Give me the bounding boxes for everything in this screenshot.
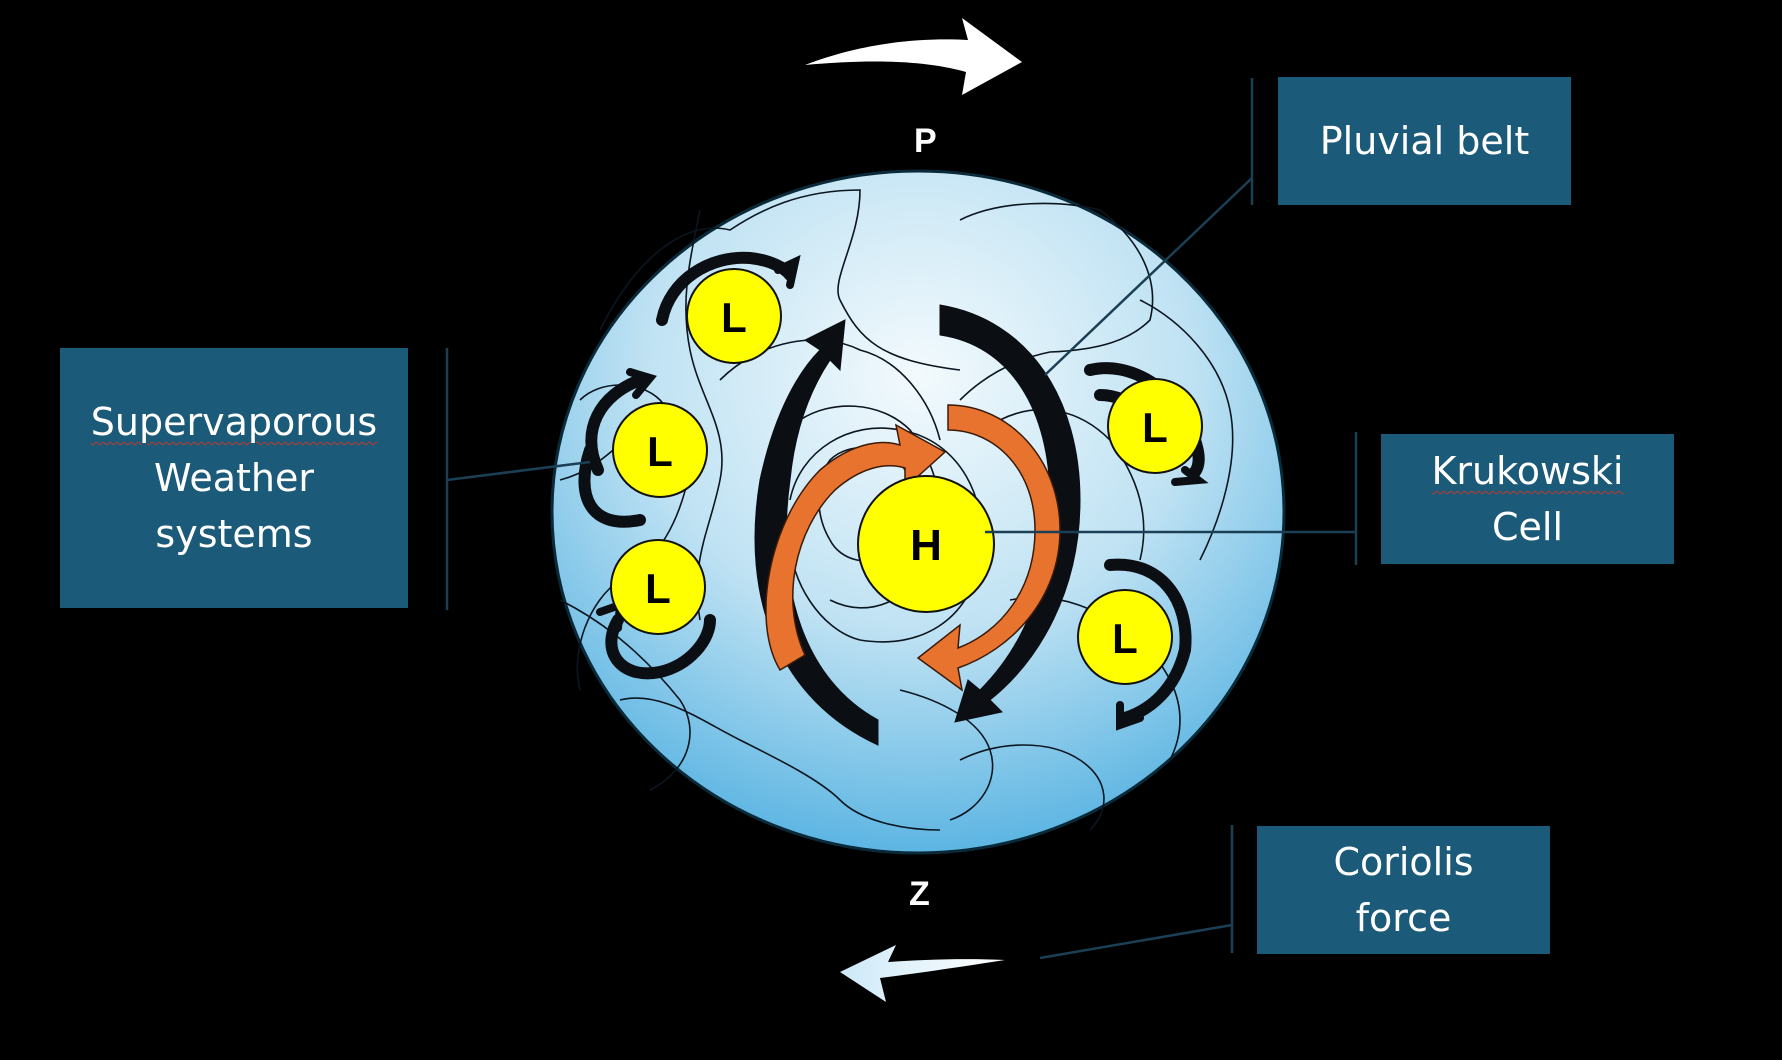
supervaporous-label-line1: Supervaporous (90, 400, 378, 444)
pole-label-top: P (914, 122, 937, 160)
krukowski-cell-callout: Krukowski Cell (1381, 434, 1674, 564)
low-pressure-label: L (647, 428, 673, 475)
rotation-arrow-bottom (840, 945, 1005, 1002)
krukowski-cell-arrows (765, 404, 1061, 692)
low-system-arrows (578, 251, 1209, 731)
supervaporous-label-line2: Weather (154, 456, 314, 500)
low-pressure-system: L (1077, 589, 1173, 685)
low-pressure-system: L (612, 402, 708, 498)
low-pressure-systems: L L L L L (610, 268, 1203, 685)
pole-label-bottom: Z (909, 875, 930, 913)
coriolis-force-callout: Coriolis force (1257, 826, 1550, 954)
high-pressure-label: H (910, 521, 942, 570)
low-pressure-label: L (645, 565, 671, 612)
high-pressure-centre: H (857, 475, 995, 613)
coriolis-label-line2: force (1355, 896, 1452, 940)
low-pressure-label: L (721, 294, 747, 341)
low-pressure-label: L (1112, 615, 1138, 662)
krukowski-label-line1: Krukowski (1431, 449, 1624, 493)
low-pressure-label: L (1142, 404, 1168, 451)
supervaporous-label-line3: systems (155, 512, 313, 556)
pluvial-belt-callout: Pluvial belt (1278, 77, 1571, 205)
low-pressure-system: L (686, 268, 782, 364)
pluvial-belt-label: Pluvial belt (1319, 119, 1530, 163)
krukowski-label-line2: Cell (1491, 505, 1564, 549)
coriolis-label-line1: Coriolis (1333, 840, 1474, 884)
rotation-arrow-top (805, 18, 1022, 95)
low-pressure-system: L (610, 539, 706, 635)
low-pressure-system: L (1107, 378, 1203, 474)
supervaporous-callout: Supervaporous Weather systems (60, 348, 408, 608)
leader-lines (445, 78, 1358, 960)
